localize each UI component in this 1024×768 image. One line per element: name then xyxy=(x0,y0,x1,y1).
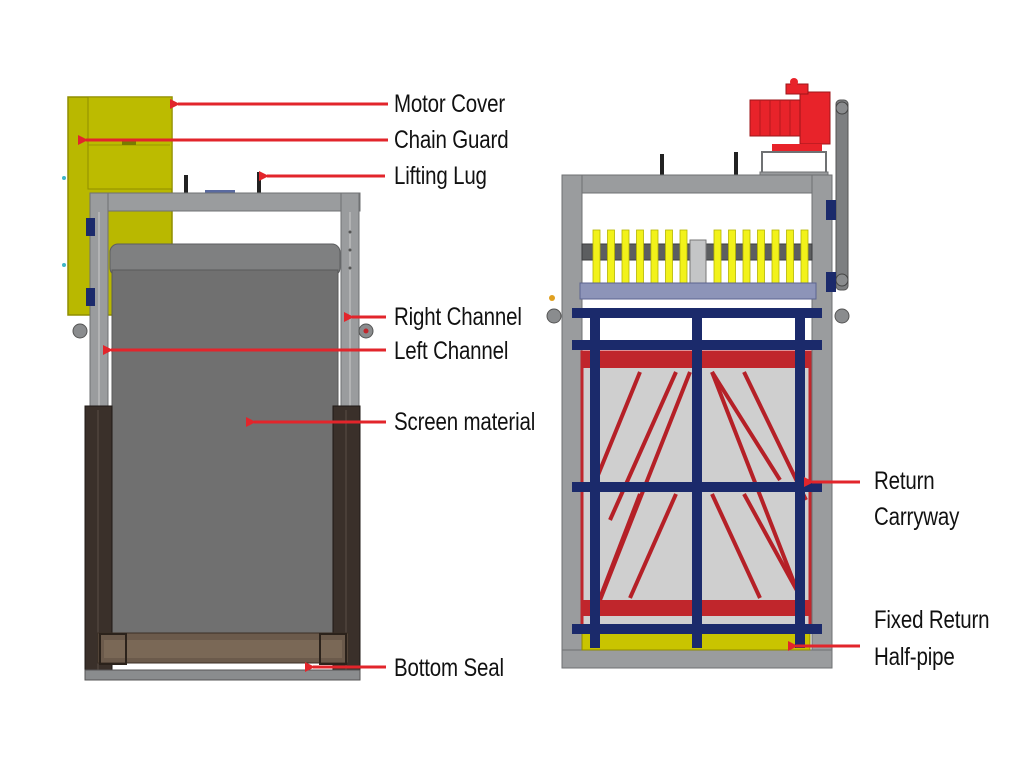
rake-tooth xyxy=(728,229,736,285)
bearing-block xyxy=(826,200,836,220)
rake-teeth xyxy=(592,229,809,285)
label-screen-material: Screen material xyxy=(394,408,536,436)
lifting-lug xyxy=(184,175,188,195)
label-bottom-seal: Bottom Seal xyxy=(394,654,504,682)
rake-tooth xyxy=(800,229,809,285)
rake-tooth xyxy=(679,229,688,285)
rake-tooth xyxy=(607,229,615,285)
label-return-carryway-line2: Carryway xyxy=(874,503,960,531)
left-column xyxy=(561,174,583,669)
right-screen-assembly xyxy=(546,78,850,669)
rake-tooth xyxy=(592,229,601,285)
label-lifting-lug: Lifting Lug xyxy=(394,162,487,190)
rake-tooth xyxy=(786,229,794,285)
label-fixed-return-line1: Fixed Return xyxy=(874,606,990,634)
carryway-diagonal-bar xyxy=(598,493,642,599)
drive-chain-arm xyxy=(835,99,849,291)
rake-tooth xyxy=(650,229,659,285)
carryway-diagonal-bar xyxy=(710,493,762,599)
lifting-lug xyxy=(734,152,738,176)
rake-tooth xyxy=(665,229,673,285)
left-callout-arrows xyxy=(78,99,388,672)
rake-center-hub xyxy=(689,239,707,285)
navy-support-grid xyxy=(572,308,822,648)
rake-tooth xyxy=(713,229,722,285)
label-fixed-return-line2: Half-pipe xyxy=(874,643,955,671)
gearbox xyxy=(799,91,831,145)
rake-tooth xyxy=(771,229,780,285)
shaft-end xyxy=(72,323,88,339)
bearing-block xyxy=(86,218,95,236)
left-screen-assembly xyxy=(62,96,374,681)
carryway-diagonal-bar xyxy=(594,371,642,481)
bearing-block xyxy=(826,272,836,292)
label-left-channel: Left Channel xyxy=(394,337,509,365)
rake-tooth xyxy=(742,229,751,285)
screen-material xyxy=(111,269,339,647)
rake-tooth xyxy=(757,229,765,285)
carryway-diagonal-bar xyxy=(710,370,782,482)
rake-tooth xyxy=(636,229,644,285)
carryway-diagonal-bar xyxy=(628,493,678,599)
carryway-diagonal-bar xyxy=(742,493,802,597)
motor-body xyxy=(749,99,807,137)
label-motor-cover: Motor Cover xyxy=(394,90,505,118)
carryway-diagonal-bar xyxy=(608,371,678,521)
top-beam xyxy=(561,174,833,194)
label-chain-guard: Chain Guard xyxy=(394,126,509,154)
lifting-lug xyxy=(660,154,664,176)
top-beam xyxy=(89,192,361,212)
label-return-carryway-line1: Return xyxy=(874,467,935,495)
scraper-plate xyxy=(579,282,817,300)
rake-tooth xyxy=(621,229,630,285)
label-right-channel: Right Channel xyxy=(394,303,522,331)
right-column xyxy=(811,174,833,669)
lifting-lug xyxy=(257,172,261,194)
right-callout-arrows xyxy=(788,477,860,651)
bearing-block xyxy=(86,288,95,306)
